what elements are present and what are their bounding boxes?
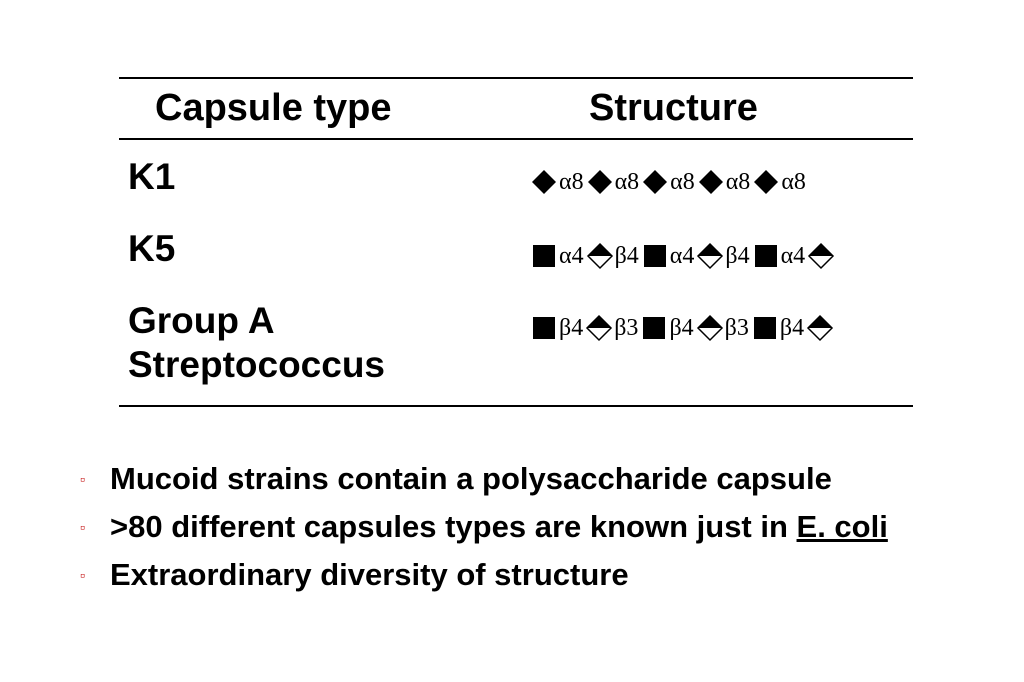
glycosidic-link-label: α8 (781, 169, 806, 195)
glycosidic-link-label: β4 (614, 243, 639, 269)
square-bullet-icon: ▫ (80, 471, 85, 487)
row-k1-type-label: K1 (128, 156, 176, 197)
table-header-rule (119, 138, 913, 140)
square-filled-icon (530, 314, 558, 342)
row-k1-structure: α8 α8 α8 α8 α8 (530, 166, 808, 198)
bullet-item: ▫ >80 different capsules types are known… (80, 503, 1000, 551)
bullet-text-part: >80 different capsules types are known j… (110, 509, 797, 544)
glycosidic-link-label: α8 (614, 169, 640, 195)
glycosidic-link-label: α4 (559, 243, 584, 269)
diamond-half-icon (806, 314, 834, 342)
diamond-filled-icon (530, 168, 558, 196)
diamond-half-icon (586, 242, 614, 270)
square-filled-icon (752, 242, 780, 270)
glycosidic-link-label: β4 (725, 243, 750, 269)
row-k1-type: K1 (128, 155, 175, 199)
glycosidic-link-label: α8 (725, 169, 751, 195)
row-group-a-type: Group A Streptococcus (128, 299, 385, 387)
e-coli-underlined-text: E. coli (796, 509, 888, 544)
diamond-filled-icon (586, 168, 614, 196)
diamond-filled-icon (641, 168, 669, 196)
diamond-filled-icon (752, 168, 780, 196)
glycosidic-link-label: α4 (780, 243, 806, 269)
square-filled-icon (641, 242, 669, 270)
row-k5-type-label: K5 (128, 228, 176, 269)
bullet-text: Mucoid strains contain a polysaccharide … (110, 459, 832, 499)
glycosidic-link-label: α4 (669, 243, 695, 269)
bullet-text: Extraordinary diversity of structure (110, 555, 629, 595)
diamond-half-icon (696, 314, 724, 342)
square-bullet-icon: ▫ (80, 567, 85, 583)
glycosidic-link-label: β4 (669, 315, 694, 341)
diamond-half-icon (585, 314, 613, 342)
bullet-list: ▫ Mucoid strains contain a polysaccharid… (80, 455, 1000, 599)
bullet-text: >80 different capsules types are known j… (110, 507, 888, 547)
header-structure: Structure (589, 87, 758, 129)
glycosidic-link-label: β4 (559, 315, 584, 341)
row-group-a-type-line-1: Group A (128, 300, 275, 341)
header-capsule-type: Capsule type (155, 87, 392, 129)
bullet-text-part: Extraordinary diversity of structure (110, 557, 629, 592)
table-bottom-rule (119, 405, 913, 407)
square-filled-icon (640, 314, 668, 342)
table-top-rule (119, 77, 913, 79)
glycosidic-link-label: β3 (614, 315, 639, 341)
diamond-half-icon (807, 242, 835, 270)
glycosidic-link-label: β4 (779, 315, 805, 341)
square-filled-icon (530, 242, 558, 270)
row-group-a-structure: β4 β3 β4 β3 β4 (530, 312, 834, 344)
diamond-half-icon (696, 242, 724, 270)
bullet-item: ▫ Extraordinary diversity of structure (80, 551, 1000, 599)
glycosidic-link-label: α8 (670, 169, 695, 195)
diamond-filled-icon (697, 168, 725, 196)
square-filled-icon (751, 314, 779, 342)
row-k5-type: K5 (128, 227, 175, 271)
row-group-a-type-line-2: Streptococcus (128, 344, 386, 385)
row-k5-structure: α4 β4 α4 β4 α4 (530, 240, 835, 272)
glycosidic-link-label: β3 (724, 315, 749, 341)
bullet-item: ▫ Mucoid strains contain a polysaccharid… (80, 455, 1000, 503)
glycosidic-link-label: α8 (559, 169, 584, 195)
square-bullet-icon: ▫ (80, 519, 85, 535)
bullet-text-part: Mucoid strains contain a polysaccharide … (110, 461, 832, 496)
